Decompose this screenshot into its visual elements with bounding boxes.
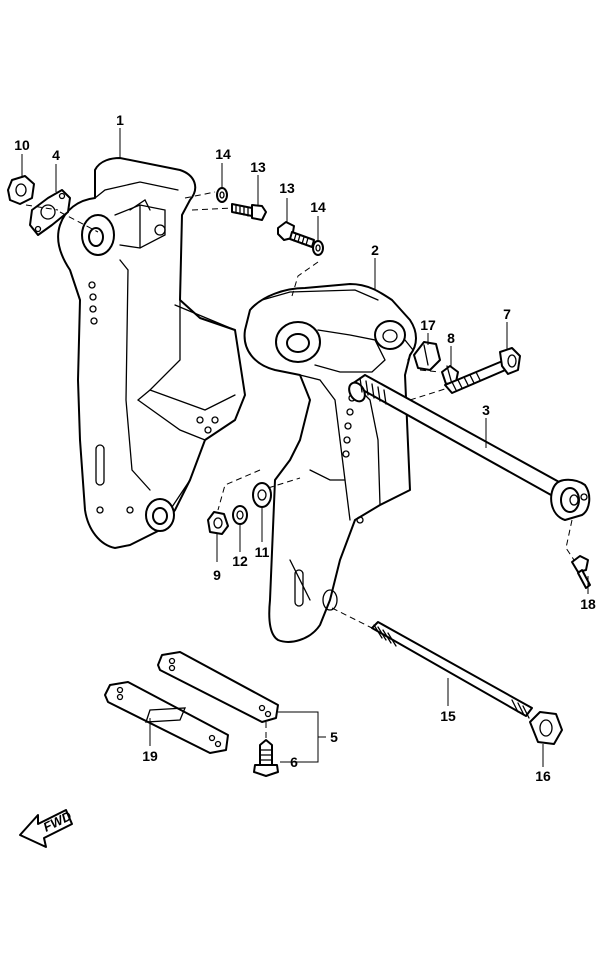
callout-9: 9: [213, 567, 221, 583]
callout-18: 18: [580, 596, 596, 612]
part-14-washer-upper[interactable]: [216, 187, 228, 203]
part-2-clamp-bracket-port[interactable]: [243, 283, 417, 643]
part-3-tilt-tube[interactable]: [346, 374, 591, 521]
part-4-gasket[interactable]: [29, 189, 71, 236]
callout-11: 11: [255, 544, 270, 560]
callout-8: 8: [447, 330, 455, 346]
callout-labels: 1 10 4 14 13 13 14 2 17 8 7 3 9 12 11 18…: [14, 112, 596, 784]
part-10-nut[interactable]: [7, 175, 35, 205]
fwd-direction-arrow: FWD: [19, 808, 74, 848]
callout-10: 10: [14, 137, 30, 153]
callout-leader-lines: [21, 128, 589, 767]
part-9-nut[interactable]: [207, 511, 229, 535]
callout-13-lower: 13: [279, 180, 295, 196]
part-16-nut[interactable]: [529, 711, 563, 745]
part-1-clamp-bracket-starboard[interactable]: [57, 157, 246, 549]
callout-2: 2: [371, 242, 379, 258]
part-17-clip[interactable]: [413, 341, 441, 371]
callout-12: 12: [232, 553, 248, 569]
callout-1: 1: [116, 112, 124, 128]
part-14-washer-lower[interactable]: [312, 240, 324, 256]
callout-16: 16: [535, 768, 551, 784]
part-5-spacer-plate[interactable]: [157, 651, 279, 723]
part-19-spacer-plate[interactable]: [104, 681, 229, 754]
callout-3: 3: [482, 402, 490, 418]
callout-13-upper: 13: [250, 159, 266, 175]
callout-17: 17: [420, 317, 436, 333]
callout-5: 5: [330, 729, 338, 745]
part-11-washer[interactable]: [252, 482, 272, 508]
part-15-stud[interactable]: [371, 621, 533, 719]
part-8-screw[interactable]: [441, 365, 459, 385]
part-7-bolt[interactable]: [444, 347, 521, 394]
part-6-screw[interactable]: [253, 739, 279, 777]
part-13-bolt-upper[interactable]: [231, 203, 267, 221]
callout-4: 4: [52, 147, 60, 163]
callout-14-upper: 14: [215, 146, 231, 162]
assembly-guide-lines: [25, 191, 575, 740]
callout-7: 7: [503, 306, 511, 322]
part-13-bolt-lower[interactable]: [277, 221, 315, 248]
part-12-lock-washer[interactable]: [232, 505, 248, 525]
callout-14-lower: 14: [310, 199, 326, 215]
callout-15: 15: [440, 708, 456, 724]
part-18-bolt[interactable]: [571, 555, 591, 589]
callout-6: 6: [290, 754, 298, 770]
callout-19: 19: [142, 748, 158, 764]
